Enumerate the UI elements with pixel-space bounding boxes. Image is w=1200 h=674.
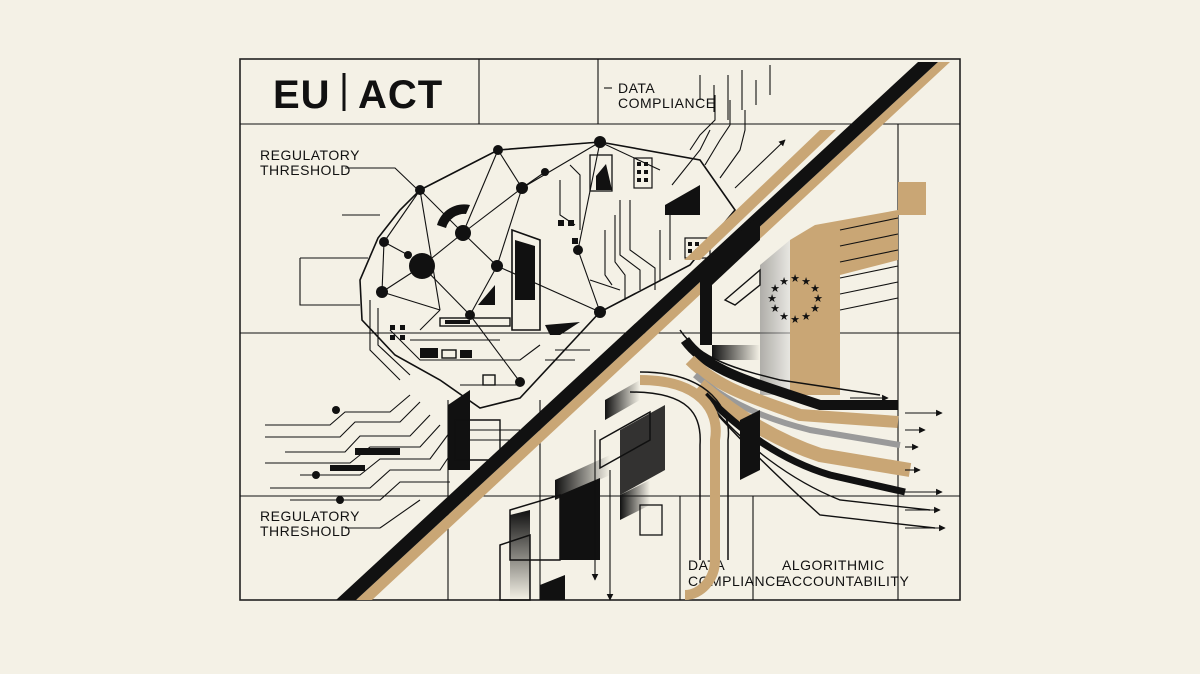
label-algorithmic-accountability: ALGORITHMIC ACCOUNTABILITY — [782, 557, 909, 589]
label-regulatory-threshold-bottom: REGULATORY THRESHOLD — [260, 499, 421, 539]
title-block: EU ACT — [273, 73, 443, 117]
brain-bit-row — [390, 220, 578, 386]
label-regulatory-threshold-top: REGULATORY THRESHOLD — [260, 147, 419, 191]
svg-text:★: ★ — [810, 303, 820, 315]
svg-text:★: ★ — [790, 273, 800, 285]
svg-text:DATA: DATA — [618, 80, 655, 96]
right-blocks — [700, 215, 761, 360]
svg-text:★: ★ — [767, 293, 777, 305]
title-eu: EU — [273, 73, 331, 117]
svg-text:REGULATORY: REGULATORY — [260, 508, 360, 524]
arrow-icon — [850, 394, 946, 532]
svg-text:THRESHOLD: THRESHOLD — [260, 162, 351, 178]
eu-stars-icon: ★ ★ ★ ★ ★ ★ ★ ★ ★ ★ ★ ★ — [767, 273, 823, 326]
eu-flag-panel: ★ ★ ★ ★ ★ ★ ★ ★ ★ ★ ★ ★ — [760, 182, 926, 395]
brain-chip-cluster — [589, 154, 711, 259]
svg-text:THRESHOLD: THRESHOLD — [260, 523, 351, 539]
neural-brain-icon — [299, 65, 786, 409]
svg-text:★: ★ — [810, 283, 820, 295]
left-wire-bundle — [265, 394, 461, 501]
left-wire-markers — [312, 406, 400, 504]
svg-text:★: ★ — [801, 311, 811, 323]
svg-text:★: ★ — [801, 276, 811, 288]
diagonal-divider — [336, 62, 950, 600]
svg-text:REGULATORY: REGULATORY — [260, 147, 360, 163]
trace-arrows-upper — [671, 95, 786, 189]
svg-text:★: ★ — [779, 311, 789, 323]
svg-text:★: ★ — [770, 283, 780, 295]
label-data-compliance-top: DATA COMPLIANCE — [604, 80, 716, 111]
svg-text:★: ★ — [779, 276, 789, 288]
lower-structure — [499, 371, 760, 601]
svg-text:★: ★ — [770, 303, 780, 315]
title-act: ACT — [358, 73, 443, 117]
svg-text:COMPLIANCE: COMPLIANCE — [618, 95, 716, 111]
svg-text:ACCOUNTABILITY: ACCOUNTABILITY — [782, 573, 909, 589]
svg-text:★: ★ — [790, 314, 800, 326]
svg-text:★: ★ — [813, 293, 823, 305]
svg-text:ALGORITHMIC: ALGORITHMIC — [782, 557, 885, 573]
